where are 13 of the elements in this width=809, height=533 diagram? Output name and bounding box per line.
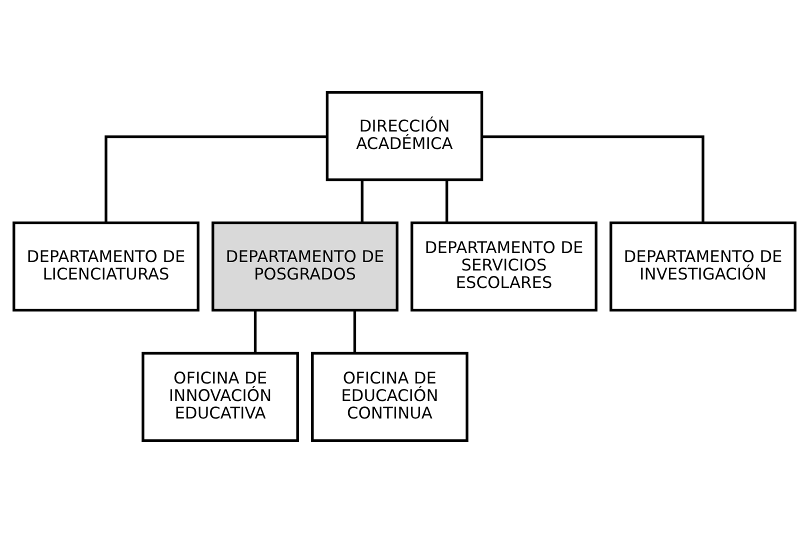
node-box: DEPARTAMENTO DE SERVICIOS ESCOLARES <box>410 221 598 312</box>
node-box: OFICINA DE EDUCACIÓN CONTINUA <box>311 352 468 442</box>
node-box: DEPARTAMENTO DE LICENCIATURAS <box>12 221 200 312</box>
connector <box>482 135 704 223</box>
node-box: DEPARTAMENTO DE INVESTIGACIÓN <box>610 221 796 312</box>
node-box: DIRECCIÓN ACADÉMICA <box>326 91 484 182</box>
connector <box>360 180 364 223</box>
node-box: DEPARTAMENTO DE POSGRADOS <box>212 221 398 312</box>
connector <box>104 135 327 223</box>
node-box: OFICINA DE INNOVACIÓN EDUCATIVA <box>142 352 299 442</box>
connector <box>353 310 356 354</box>
connector <box>446 180 448 223</box>
connector <box>254 310 257 354</box>
